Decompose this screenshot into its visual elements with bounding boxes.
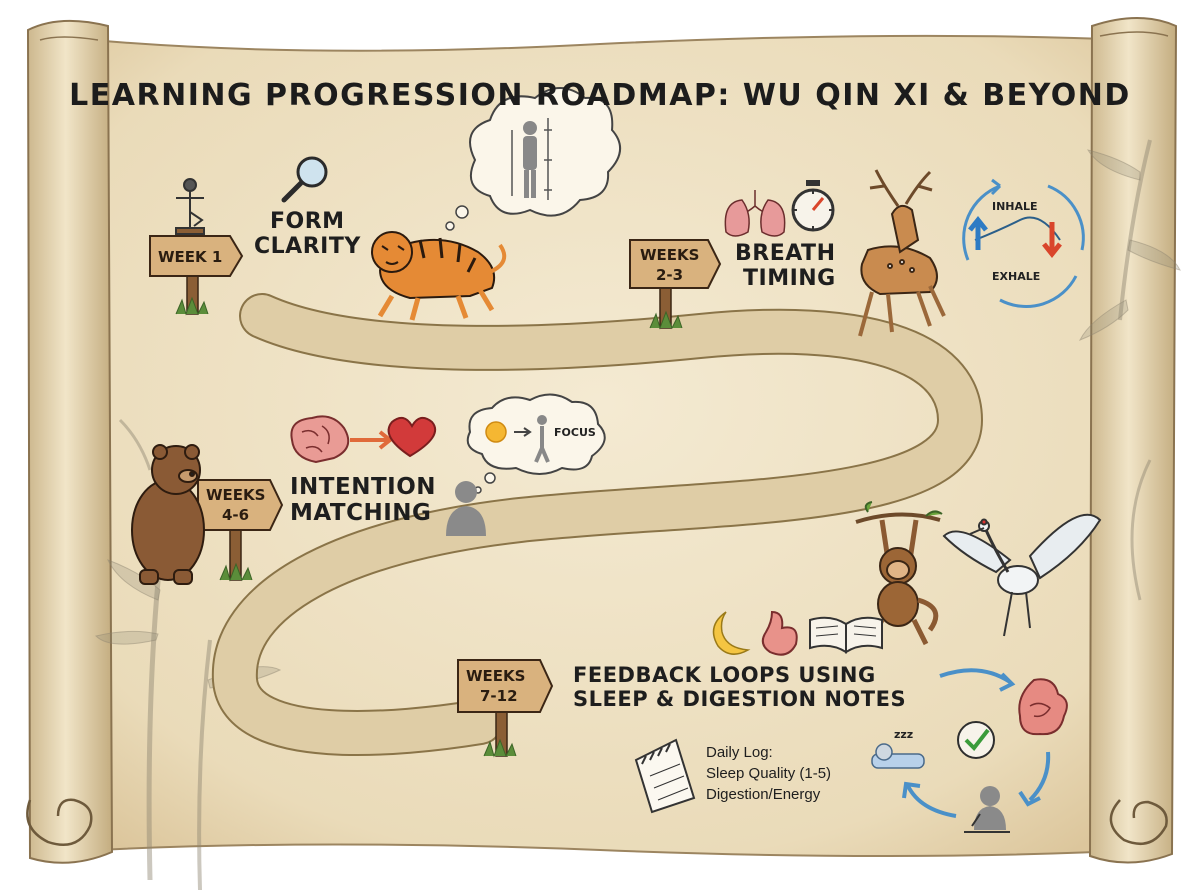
sign-label: WEEKS (640, 246, 699, 264)
magnifier-icon (281, 156, 328, 203)
intestines-icon (1018, 678, 1068, 736)
stage-line: BREATH (735, 241, 836, 266)
sign-label: WEEKS (206, 486, 265, 504)
stomach-icon (761, 610, 798, 656)
focus-thought-cloud: FOCUS (466, 393, 606, 494)
notepad-icon (634, 738, 696, 814)
sign-label: WEEK 1 (158, 248, 222, 266)
sign-label: 4-6 (222, 506, 249, 524)
arrow-icon (350, 430, 394, 450)
signpost-weeks-7-12: WEEKS 7-12 (457, 659, 554, 758)
breath-cycle-diagram: INHALE EXHALE (962, 178, 1085, 308)
writing-person-icon (964, 786, 1010, 833)
balance-figure-icon (175, 178, 205, 235)
sleeping-person-icon: zzz (871, 728, 925, 769)
sign-label: 7-12 (480, 687, 518, 705)
heart-icon (387, 416, 437, 458)
inhale-label: INHALE (992, 200, 1038, 213)
stage-line: FEEDBACK LOOPS USING (573, 663, 876, 687)
deer-icon (858, 169, 946, 337)
signpost-week-1: WEEK 1 (149, 235, 244, 316)
brain-icon (290, 415, 350, 464)
stage-label-feedback-loops: FEEDBACK LOOPS USING SLEEP & DIGESTION N… (573, 663, 907, 711)
bamboo-ink-right (1078, 139, 1181, 601)
stage-line: FORM (270, 209, 345, 234)
person-silhouette-icon (446, 481, 486, 536)
stage-line: TIMING (743, 265, 836, 291)
posture-thought-cloud (445, 87, 621, 231)
sleep-zzz: zzz (894, 728, 913, 741)
crane-icon (942, 513, 1102, 637)
bear-icon (131, 444, 205, 585)
stage-line: MATCHING (290, 499, 432, 526)
winding-path (211, 293, 984, 756)
exhale-label: EXHALE (992, 270, 1040, 283)
signpost-weeks-4-6: WEEKS 4-6 (197, 479, 284, 582)
feedback-cycle: zzz (871, 668, 1068, 833)
sign-label: WEEKS (466, 667, 525, 685)
checkmark-icon (957, 721, 995, 759)
focus-label: FOCUS (554, 426, 596, 439)
lungs-icon (724, 190, 786, 237)
book-icon (809, 616, 883, 654)
daily-log-line: Sleep Quality (1-5) (706, 765, 832, 782)
tiger-icon (371, 231, 507, 321)
stage-label-breath-timing: BREATH TIMING (735, 241, 836, 291)
stage-line: CLARITY (254, 233, 361, 259)
stopwatch-icon (791, 180, 835, 232)
sign-label: 2-3 (656, 266, 683, 284)
stage-label-form-clarity: FORM CLARITY (254, 209, 361, 259)
stage-line: SLEEP & DIGESTION NOTES (573, 686, 907, 711)
bamboo-ink-left (95, 418, 282, 891)
signpost-weeks-2-3: WEEKS 2-3 (629, 239, 722, 330)
daily-log-title: Daily Log: (706, 744, 773, 761)
daily-log-line: Digestion/Energy (706, 786, 821, 803)
daily-log-text: Daily Log: Sleep Quality (1-5) Digestion… (706, 742, 831, 805)
moon-icon (712, 611, 751, 655)
stage-line: INTENTION (290, 474, 437, 500)
stage-label-intention-matching: INTENTION MATCHING (290, 474, 437, 527)
page-title: LEARNING PROGRESSION ROADMAP: WU QIN XI … (69, 78, 1131, 113)
